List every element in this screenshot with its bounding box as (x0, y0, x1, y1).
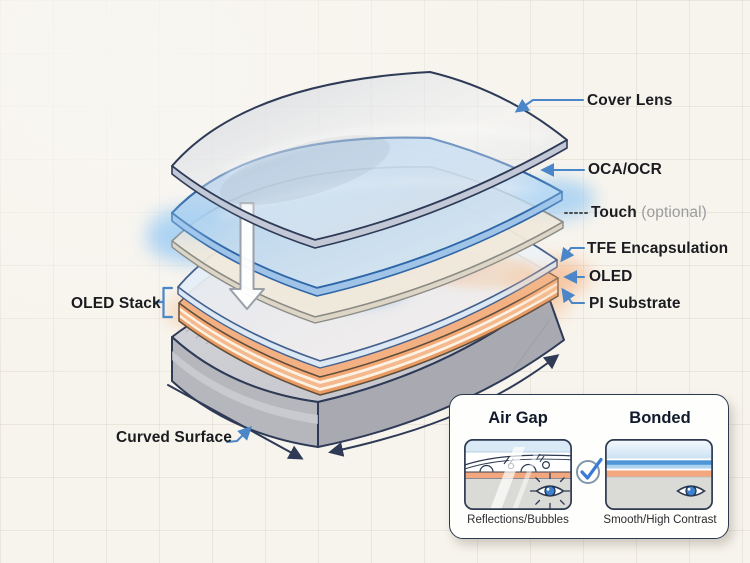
eye-with-rays-icon (529, 472, 571, 509)
curvature-arrows (167, 354, 560, 460)
bonded-illustration (605, 439, 713, 510)
air-gap-title: Air Gap (488, 409, 548, 427)
label-oca-ocr: OCA/OCR (588, 161, 662, 178)
cover-lens-leader (514, 98, 584, 113)
cover-lens-layer (171, 71, 568, 249)
bonded-caption: Smooth/High Contrast (603, 514, 717, 526)
air-gap-caption: Reflections/Bubbles (467, 514, 569, 526)
label-touch: Touch (optional) (591, 204, 707, 222)
label-pi-substrate: PI Substrate (589, 295, 681, 312)
bonded-title: Bonded (629, 409, 691, 427)
label-touch-qualifier: (optional) (641, 204, 707, 221)
label-oled-stack: OLED Stack (71, 295, 161, 312)
comparison-panel: Air Gap Bonded (449, 394, 729, 539)
label-leaders (154, 98, 588, 443)
pi-leader (561, 287, 585, 304)
tfe-leader (560, 246, 585, 263)
front-edge-arrow (167, 384, 304, 460)
air-gap-illustration (464, 439, 572, 510)
reflection-streak (490, 447, 525, 510)
label-tfe-encapsulation: TFE Encapsulation (587, 240, 729, 257)
label-cover-lens: Cover Lens (587, 92, 673, 109)
label-touch-text: Touch (591, 204, 637, 221)
curved-surface-leader (226, 426, 252, 443)
checkmark-circle-icon (576, 457, 603, 484)
eye-icon (676, 485, 706, 497)
label-oled: OLED (589, 268, 633, 285)
label-curved-surface: Curved Surface (116, 429, 232, 446)
oled-stack-bracket (154, 286, 174, 319)
curved-sweep-arrow (328, 354, 560, 457)
